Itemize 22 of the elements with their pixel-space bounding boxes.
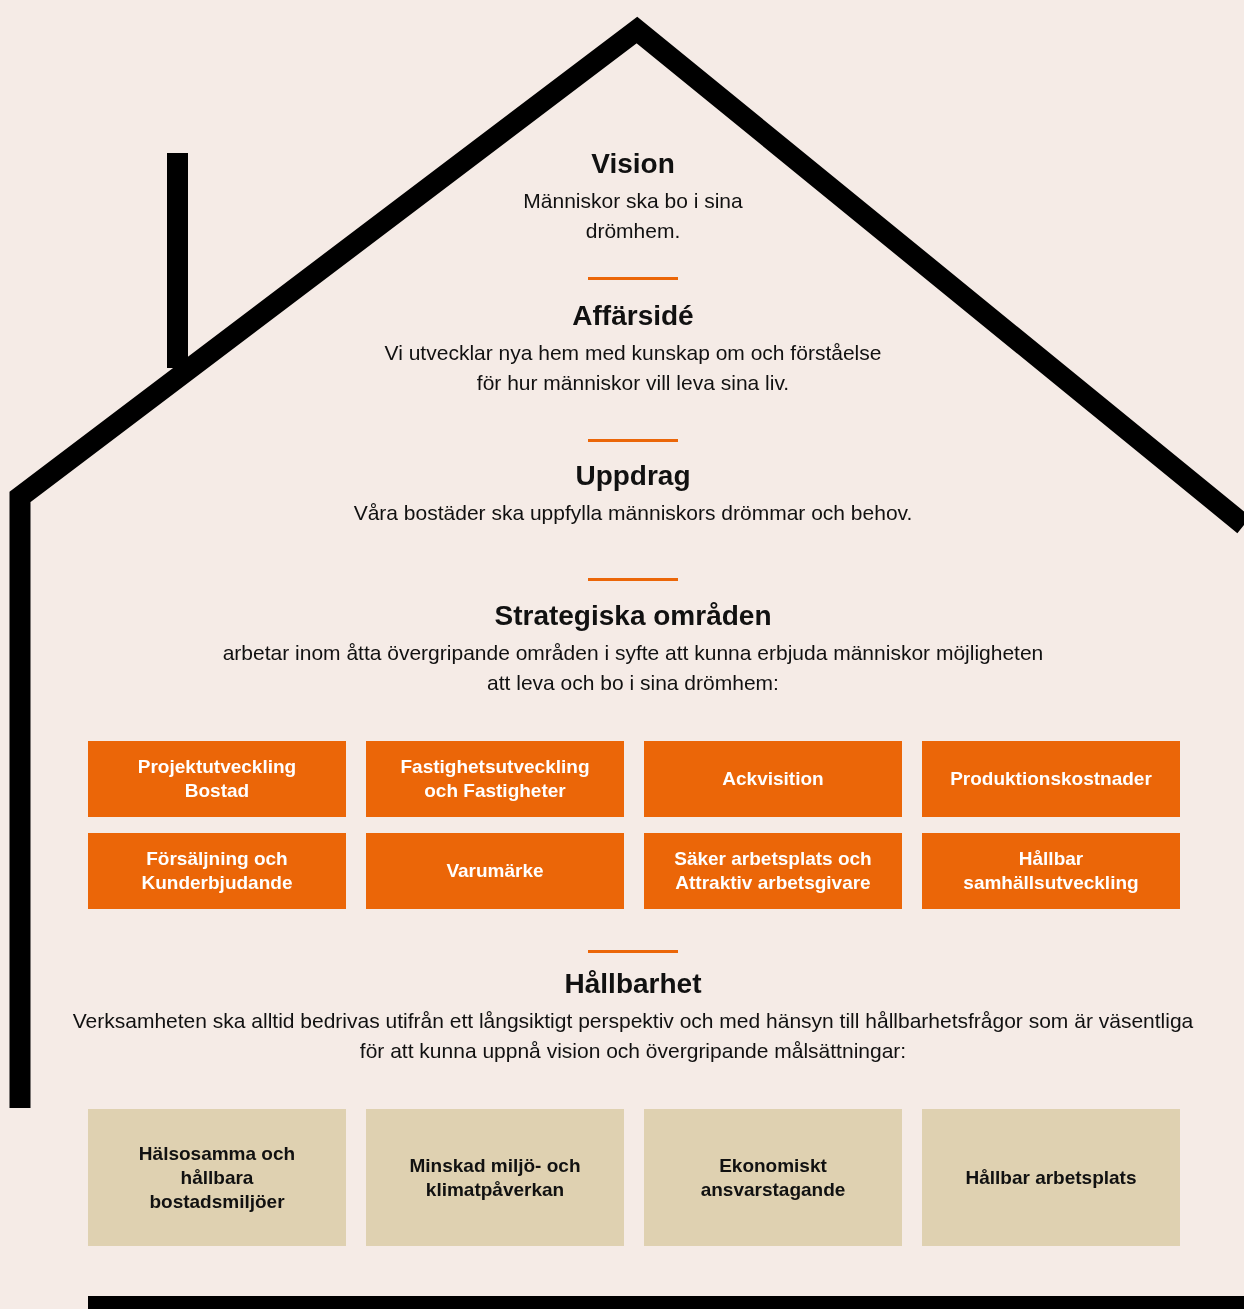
sustainability-box: Hållbar arbetsplats — [922, 1109, 1180, 1246]
strategy-area-box: Säker arbetsplats och Attraktiv arbetsgivare — [644, 833, 902, 909]
section-text: arbetar inom åtta övergripande områden i syfte att kunna erbjuda människor möjligheten att leva och bo i sina drömhem: — [221, 640, 1045, 696]
section-heading: Strategiska områden — [494, 600, 772, 632]
sustainability-box: Ekonomiskt ansvarstagande — [644, 1109, 902, 1246]
section-heading: Hållbarhet — [564, 968, 702, 1000]
section-heading: Uppdrag — [575, 460, 691, 492]
strategy-area-box: Försäljning och Kunderbjudande — [88, 833, 346, 909]
strategy-area-box: Varumärke — [366, 833, 624, 909]
strategy-area-box: Ackvisition — [644, 741, 902, 817]
strategy-area-box: Projektutveckling Bostad — [88, 741, 346, 817]
strategy-area-box: Hållbar samhällsutveckling — [922, 833, 1180, 909]
section-text: Verksamheten ska alltid bedrivas utifrån ett långsiktigt perspektiv och med hänsyn till hållbarhetsfrågor som är väsentliga för att kunna uppnå vision och övergripande målsättningar: — [71, 1008, 1195, 1064]
sustainability-box: Minskad miljö- och klimatpåverkan — [366, 1109, 624, 1246]
sustainability-box: Hälsosamma och hållbara bostadsmiljöer — [88, 1109, 346, 1246]
section-heading: Affärsidé — [572, 300, 694, 332]
section-heading: Vision — [591, 148, 675, 180]
section-text: Vi utvecklar nya hem med kunskap om och förståelse för hur människor vill leva sina liv. — [383, 340, 883, 396]
section-text: Människor ska bo i sina drömhem. — [523, 188, 743, 244]
strategy-area-box: Fastighetsutveckling och Fastigheter — [366, 741, 624, 817]
strategy-area-box: Produktionskostnader — [922, 741, 1180, 817]
section-text: Våra bostäder ska uppfylla människors drömmar och behov. — [352, 500, 914, 526]
